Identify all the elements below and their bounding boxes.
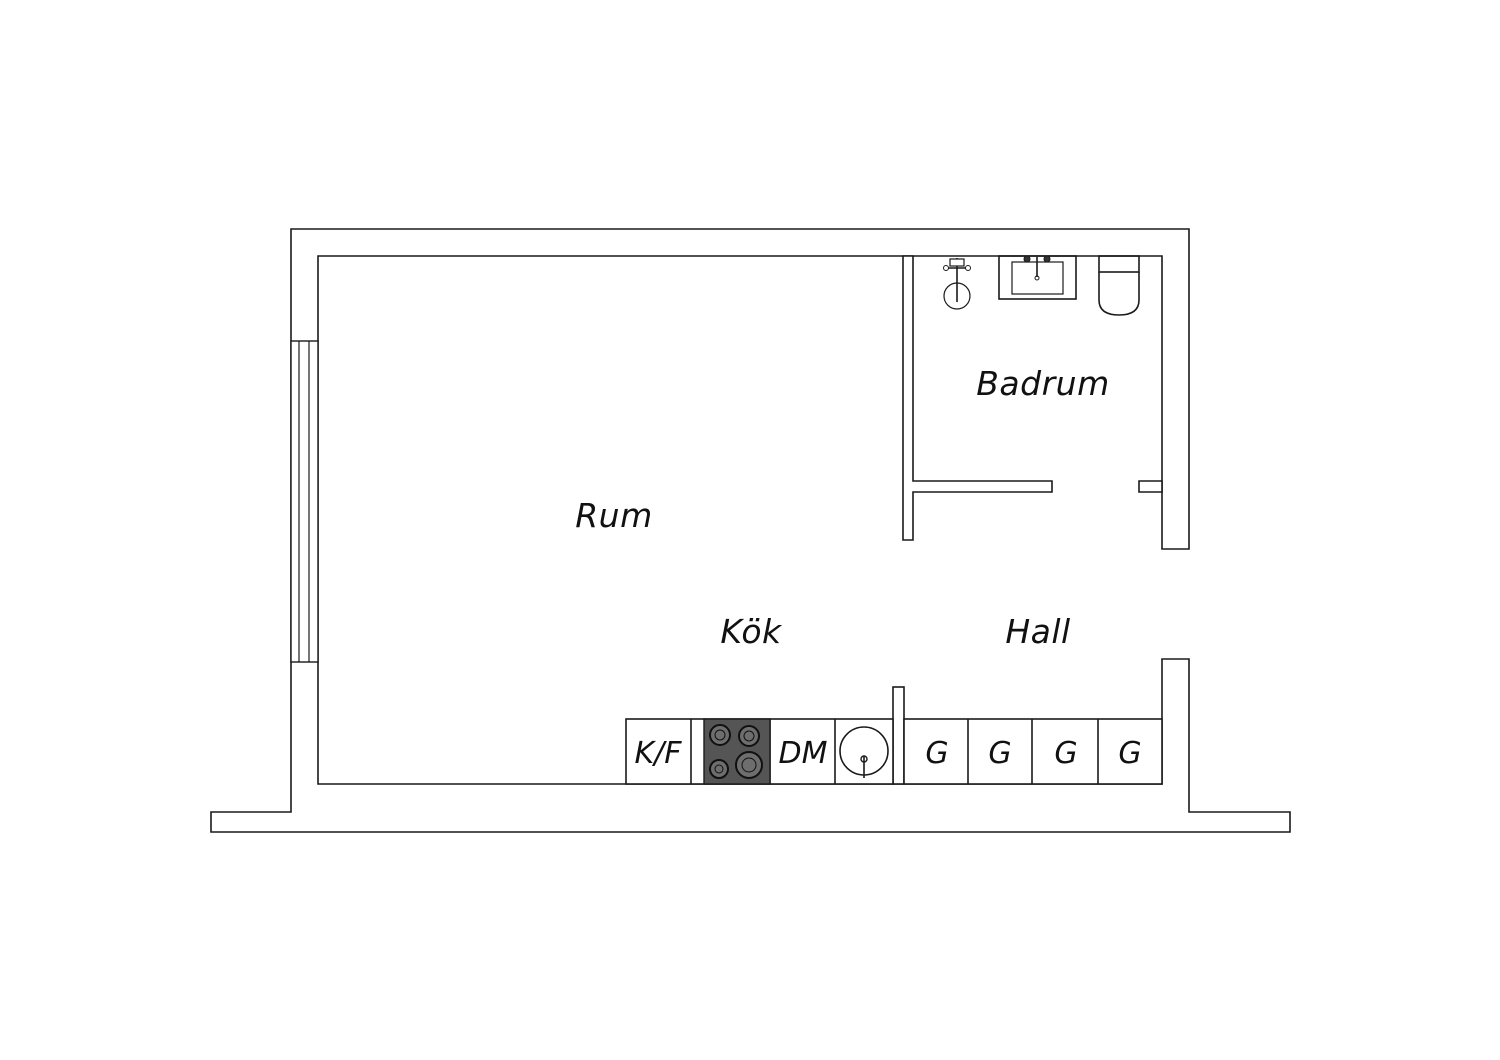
kitchen-sink-icon: [839, 726, 889, 778]
wardrobes: [903, 718, 1163, 785]
washbasin-icon: [998, 255, 1077, 300]
wardrobe-label: G: [1118, 736, 1141, 771]
wardrobe-label: G: [1054, 736, 1077, 771]
room-label-badrum: Badrum: [976, 364, 1109, 403]
shower-icon: [943, 258, 971, 310]
wardrobe-label: G: [925, 736, 948, 771]
room-label-rum: Rum: [575, 496, 653, 535]
room-label-hall: Hall: [1005, 612, 1070, 651]
kitchen-divider: [892, 686, 905, 785]
outer-walls: [210, 228, 1291, 833]
window: [290, 340, 319, 663]
dishwasher-label: DM: [779, 736, 828, 771]
room-label-kok: Kök: [720, 612, 783, 651]
bathroom-walls: [902, 255, 1163, 541]
wardrobe-label: G: [988, 736, 1011, 771]
fridge-freezer-label: K/F: [634, 736, 682, 771]
stove-icon: [703, 718, 771, 785]
toilet-icon: [1098, 255, 1140, 316]
